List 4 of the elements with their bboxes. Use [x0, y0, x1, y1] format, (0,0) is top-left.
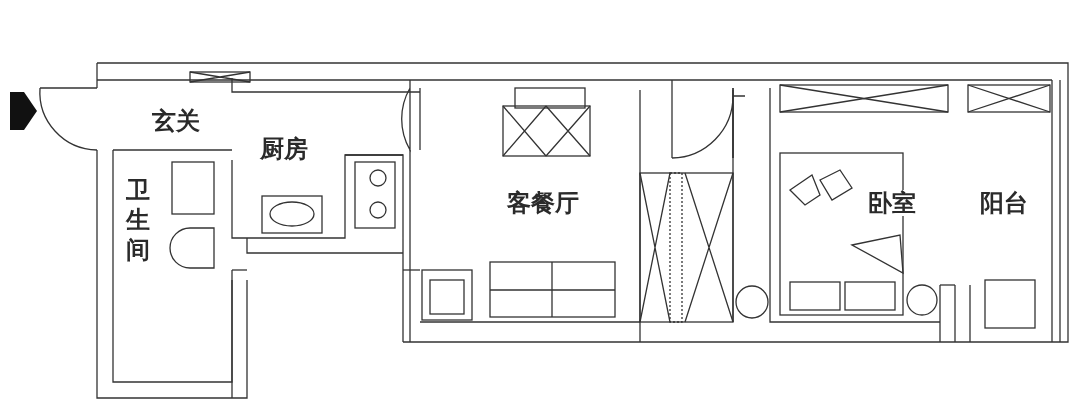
room-label: 客餐厅 — [505, 190, 581, 217]
room-label: 玄关 — [150, 108, 202, 135]
room-label: 厨房 — [258, 136, 310, 163]
room-label: 卧室 — [866, 190, 918, 217]
